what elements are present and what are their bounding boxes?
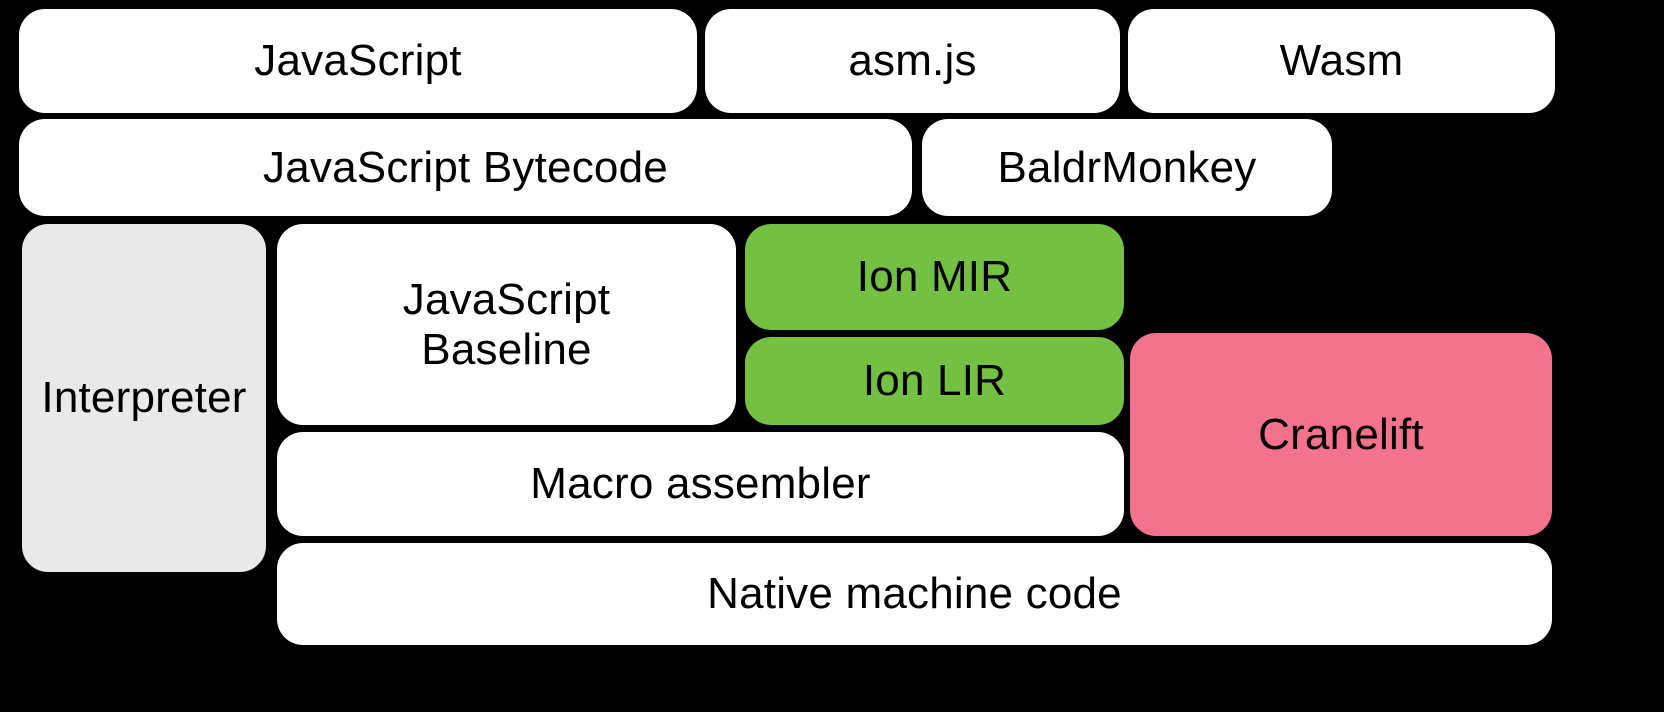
- node-javascript-baseline[interactable]: JavaScript Baseline: [277, 224, 736, 425]
- node-javascript[interactable]: JavaScript: [19, 9, 697, 113]
- node-cranelift[interactable]: Cranelift: [1130, 333, 1552, 536]
- node-wasm[interactable]: Wasm: [1128, 9, 1555, 113]
- node-javascript-bytecode[interactable]: JavaScript Bytecode: [19, 119, 912, 216]
- node-interpreter[interactable]: Interpreter: [22, 224, 266, 572]
- node-ion-mir[interactable]: Ion MIR: [745, 224, 1124, 330]
- node-macro-assembler[interactable]: Macro assembler: [277, 432, 1124, 536]
- node-asm-js[interactable]: asm.js: [705, 9, 1120, 113]
- node-ion-lir[interactable]: Ion LIR: [745, 337, 1124, 425]
- node-baldrmonkey[interactable]: BaldrMonkey: [922, 119, 1332, 216]
- node-native-machine-code[interactable]: Native machine code: [277, 543, 1552, 645]
